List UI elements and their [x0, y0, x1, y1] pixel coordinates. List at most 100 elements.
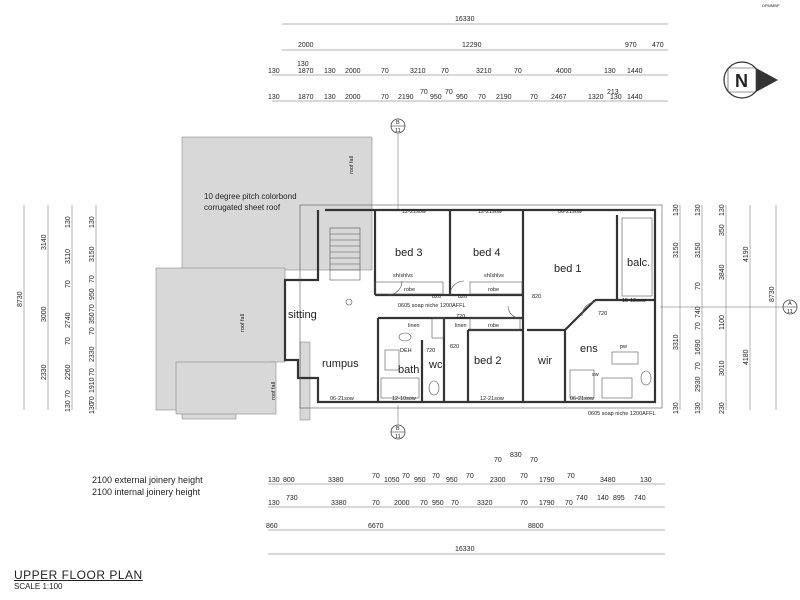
dim-text: 70	[89, 304, 96, 312]
dim-text: 2260	[65, 364, 72, 380]
dim-text: 70	[478, 94, 486, 101]
room-label-bath: bath	[398, 364, 419, 376]
dim-text: 130	[604, 68, 616, 75]
dim-text: 70	[530, 94, 538, 101]
window-code: 12-21sow	[480, 396, 504, 402]
dim-text: 70	[65, 337, 72, 345]
soap-niche-note: 0605 soap niche 1200AFFL	[398, 303, 466, 309]
dim-text: 3110	[65, 249, 72, 264]
dim-text: 70	[89, 368, 96, 376]
dim-text: 350	[719, 224, 726, 236]
dim-text: 130	[268, 500, 280, 507]
robe-label: robe	[488, 323, 499, 329]
dim-text: 950	[446, 477, 458, 484]
linen-label: linen	[455, 323, 467, 329]
dim-text: 3380	[328, 477, 344, 484]
dim-text: 1910	[89, 377, 96, 393]
opening-width: 720	[426, 348, 435, 354]
dim-text: 3000	[41, 306, 48, 322]
robe-label: robe	[404, 287, 415, 293]
dim-text: 1440	[627, 68, 643, 75]
dim-text: 2190	[496, 94, 512, 101]
dim-text: 2467	[551, 94, 567, 101]
section-marker-letter: A	[788, 301, 792, 307]
bottom-dimensions: 70 830 70 130 800 3380 70 1050 70 950 70…	[266, 452, 665, 555]
dim-text: 70	[567, 473, 575, 480]
dim-text: 70	[89, 396, 96, 404]
dim-text: 130	[268, 477, 280, 484]
left-dimensions: 8730 3140 3000 2330 130 3110 70 2740 70 …	[17, 205, 97, 414]
dim-text: 70	[402, 473, 410, 480]
room-label-rumpus: rumpus	[322, 358, 359, 370]
section-marker-right: A 11	[660, 299, 798, 315]
window-code: 06-21sow	[558, 209, 582, 215]
dim-text: 1870	[298, 68, 314, 75]
room-label-ensuite: ens	[580, 343, 598, 355]
roof-note-2: corrugated sheet roof	[204, 203, 281, 212]
dim-text: 130	[695, 204, 702, 216]
north-label: N	[735, 71, 748, 91]
dim-text: 70	[695, 282, 702, 290]
room-label-wc: wc	[428, 359, 443, 371]
roof-note-1: 10 degree pitch colorbond	[204, 192, 297, 201]
dim-text: 4190	[743, 246, 750, 262]
dim-text: 3840	[719, 264, 726, 280]
dim-text: 740	[695, 306, 702, 318]
dim-text: 730	[286, 495, 298, 502]
dim-text: 70	[451, 500, 459, 507]
dim-text: 3150	[695, 242, 702, 258]
dim-text: 70	[441, 68, 449, 75]
dim-left-overall: 8730	[17, 291, 24, 307]
robe-label: robe	[488, 287, 499, 293]
dim-text: 130	[610, 94, 622, 101]
dim-text: 130	[695, 402, 702, 414]
opening-width: 720	[456, 314, 465, 320]
dim-text: 1870	[298, 94, 314, 101]
dim-text: 12290	[462, 42, 482, 49]
dim-text: 350	[89, 312, 96, 324]
dim-text: 2190	[398, 94, 414, 101]
dim-text: 130	[673, 204, 680, 216]
dim-text: 70	[65, 280, 72, 288]
dim-text: 2000	[394, 500, 410, 507]
joinery-notes: 2100 external joinery height 2100 intern…	[92, 474, 203, 498]
dim-text: 1050	[384, 477, 400, 484]
room-label-bed2: bed 2	[474, 355, 502, 367]
dim-text: 950	[432, 500, 444, 507]
dim-text: 1790	[539, 500, 555, 507]
opening-width: 720	[598, 311, 607, 317]
section-marker-letter: B	[396, 120, 400, 126]
dim-text: 70	[520, 500, 528, 507]
dim-bottom-overall: 16330	[455, 546, 475, 553]
dim-text: 3210	[476, 68, 492, 75]
dim-text: 1440	[627, 94, 643, 101]
section-marker-sheet: 11	[787, 309, 793, 315]
dim-text: 830	[510, 452, 522, 459]
roof-areas	[155, 136, 373, 421]
dim-text: 130	[324, 68, 336, 75]
dim-text: 70	[445, 89, 453, 96]
dim-text: 3150	[673, 242, 680, 258]
dim-text: 70	[89, 275, 96, 283]
top-dimensions: 16330 2000 12290 970 470 130 130 1870 13…	[268, 16, 668, 102]
dim-text: 130	[640, 477, 652, 484]
window-code: 06-21sow	[330, 396, 354, 402]
linen-label: linen	[408, 323, 420, 329]
shelves-label: sh/shlvs	[484, 273, 504, 279]
dim-text: 70	[372, 500, 380, 507]
drawing-title: UPPER FLOOR PLAN	[14, 568, 143, 582]
dim-text: 470	[652, 42, 664, 49]
plan-annotations: robe robe robe sh/shlvs sh/shlvs linen l…	[330, 209, 656, 417]
section-marker-sheet: 11	[395, 434, 401, 440]
dim-text: 130	[673, 402, 680, 414]
dim-text: 3150	[89, 246, 96, 262]
dim-text: 3320	[477, 500, 493, 507]
joinery-note-external: 2100 external joinery height	[92, 475, 203, 485]
dim-text: 950	[456, 94, 468, 101]
dim-text: 70	[466, 473, 474, 480]
dim-text: 3140	[41, 234, 48, 250]
dim-text: 950	[414, 477, 426, 484]
dim-text: 130	[297, 61, 309, 68]
building-outline	[283, 204, 663, 409]
roof-fall-label: roof fall	[240, 314, 246, 332]
